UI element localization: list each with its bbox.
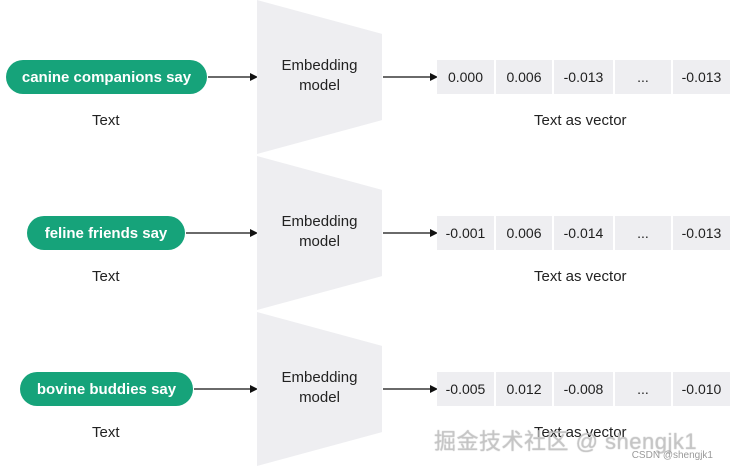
vector-cell: 0.006 [496, 216, 552, 250]
vector-cell: -0.013 [673, 60, 730, 94]
input-text: canine companions say [21, 68, 192, 86]
vector-cell: ... [615, 216, 671, 250]
model-label-line1: Embedding [281, 57, 358, 74]
input-caption: Text [92, 268, 120, 285]
vector-cell: ... [615, 372, 671, 406]
vector-cell: -0.013 [673, 216, 730, 250]
input-text: feline friends say [44, 224, 168, 242]
vector-cell: -0.014 [554, 216, 613, 250]
watermark-subtext: CSDN @shengjk1 [631, 450, 713, 461]
input-text: bovine buddies say [36, 380, 177, 398]
vector-cell: 0.006 [496, 60, 552, 94]
input-text-pill: bovine buddies say [20, 372, 193, 406]
input-text-pill: canine companions say [6, 60, 207, 94]
embedding-row-2: feline friends say Text Embedding model … [0, 156, 731, 312]
watermark-text: 掘金技术社区 @ shengjk1 [434, 429, 698, 454]
vector-caption: Text as vector [534, 424, 627, 441]
embedding-model-label: Embedding model [257, 212, 382, 252]
embedding-row-3: bovine buddies say Text Embedding model … [0, 312, 731, 468]
vector-cell: 0.000 [437, 60, 494, 94]
vector-cell: -0.008 [554, 372, 613, 406]
vector-cell: -0.013 [554, 60, 613, 94]
input-caption: Text [92, 424, 120, 441]
vector-cells: -0.005 0.012 -0.008 ... -0.010 [437, 372, 730, 406]
vector-caption: Text as vector [534, 268, 627, 285]
model-label-line2: model [299, 77, 340, 94]
model-label-line2: model [299, 389, 340, 406]
vector-cell: -0.001 [437, 216, 494, 250]
input-text-pill: feline friends say [27, 216, 185, 250]
vector-cell: -0.010 [673, 372, 730, 406]
input-caption: Text [92, 112, 120, 129]
vector-cell: ... [615, 60, 671, 94]
vector-cell: 0.012 [496, 372, 552, 406]
vector-cells: -0.001 0.006 -0.014 ... -0.013 [437, 216, 730, 250]
arrow-to-model [186, 229, 258, 237]
arrow-to-vector [383, 73, 438, 81]
vector-caption: Text as vector [534, 112, 627, 129]
vector-cell: -0.005 [437, 372, 494, 406]
arrow-to-vector [383, 229, 438, 237]
embedding-model-label: Embedding model [257, 56, 382, 96]
arrow-to-vector [383, 385, 438, 393]
embedding-row-1: canine companions say Text Embedding mod… [0, 0, 731, 156]
arrow-to-model [208, 73, 258, 81]
vector-cells: 0.000 0.006 -0.013 ... -0.013 [437, 60, 730, 94]
model-label-line1: Embedding [281, 213, 358, 230]
model-label-line1: Embedding [281, 369, 358, 386]
embedding-model-label: Embedding model [257, 368, 382, 408]
model-label-line2: model [299, 233, 340, 250]
arrow-to-model [194, 385, 258, 393]
